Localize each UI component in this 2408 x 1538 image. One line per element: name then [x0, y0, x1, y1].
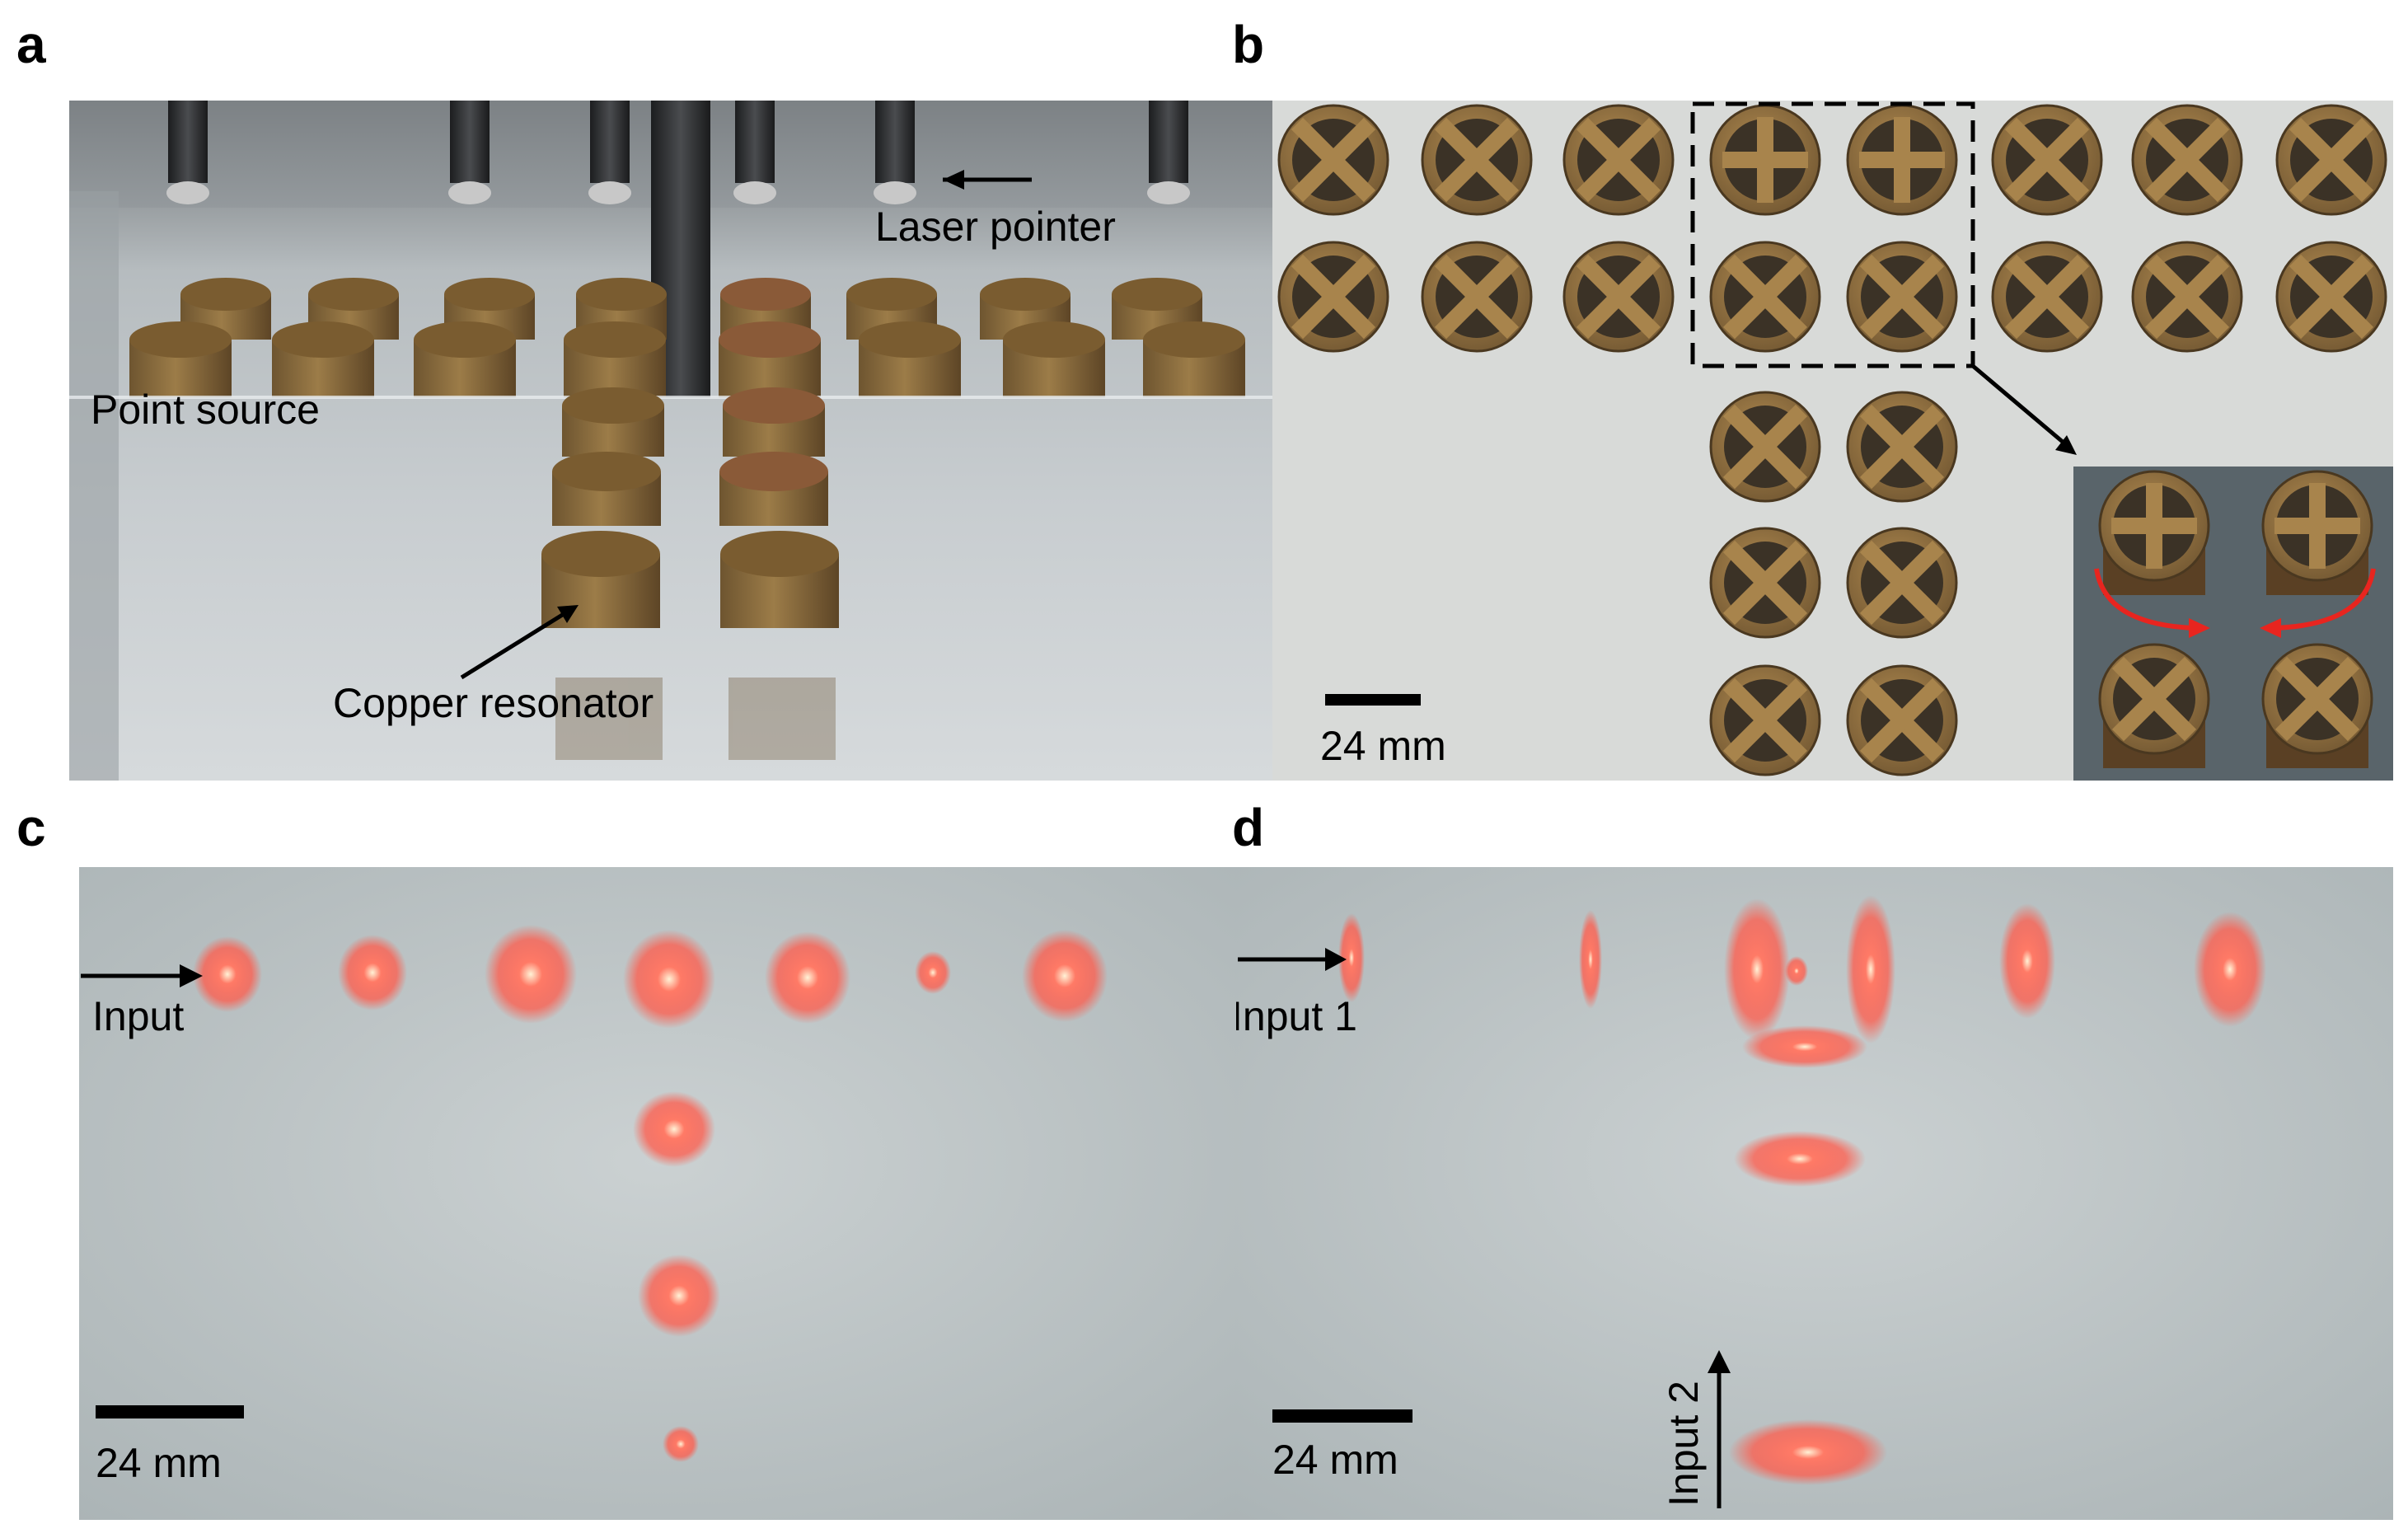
label-input1: Input 1 [1236, 993, 1357, 1039]
inset-arrow [1971, 364, 2070, 448]
rotation-arrow-left [2094, 568, 2196, 631]
laser-spots-column-d [1729, 1025, 1887, 1485]
label-copper-resonator: Copper resonator [333, 680, 654, 726]
laser-spots-column [633, 1091, 720, 1462]
label-point-source: Point source [91, 387, 320, 433]
annotation-laser-pointer: Laser pointer [875, 170, 1116, 250]
panel-label-a: a [16, 15, 46, 74]
panel-a-svg: Laser pointer Point source Copper resona… [69, 101, 1272, 781]
label-laser-pointer: Laser pointer [875, 204, 1116, 250]
scale-bar-c [96, 1405, 244, 1418]
panel-label-d: d [1232, 798, 1265, 857]
scale-bar-d [1272, 1409, 1412, 1423]
resonators-stack [541, 387, 839, 628]
panel-label-c: c [16, 798, 46, 857]
selection-box [1690, 101, 1975, 368]
scale-label-c: 24 mm [96, 1440, 222, 1486]
inset-photo [2073, 467, 2393, 781]
panel-c-svg: Input 24 mm [79, 867, 1236, 1520]
scale-label-b: 24 mm [1320, 723, 1446, 769]
reflections [555, 678, 836, 760]
annotation-input2: Input 2 [1661, 1350, 1731, 1508]
laser-pointers [166, 101, 1190, 204]
label-input2: Input 2 [1661, 1381, 1707, 1507]
panel-d-svg: Input 1 Input 2 24 mm [1236, 867, 2393, 1520]
panel-a-photo: Laser pointer Point source Copper resona… [69, 101, 1272, 781]
annotation-copper-resonator: Copper resonator [333, 605, 654, 726]
panel-b-photo: 24 mm [1272, 101, 2393, 781]
annotation-input1: Input 1 [1236, 948, 1357, 1039]
scale-bar-b [1325, 694, 1421, 706]
laser-spots-row [193, 925, 1108, 1029]
label-input: Input [92, 993, 184, 1039]
panel-d-photo: Input 1 Input 2 24 mm [1236, 867, 2393, 1520]
scale-label-d: 24 mm [1272, 1437, 1398, 1483]
panel-label-b: b [1232, 15, 1265, 74]
rotation-arrow-right [2274, 568, 2376, 631]
laser-spots-row-d [1338, 895, 2266, 1043]
panel-b-svg: 24 mm [1272, 101, 2393, 781]
panel-c-photo: Input 24 mm [79, 867, 1236, 1520]
annotation-input: Input [81, 964, 203, 1039]
